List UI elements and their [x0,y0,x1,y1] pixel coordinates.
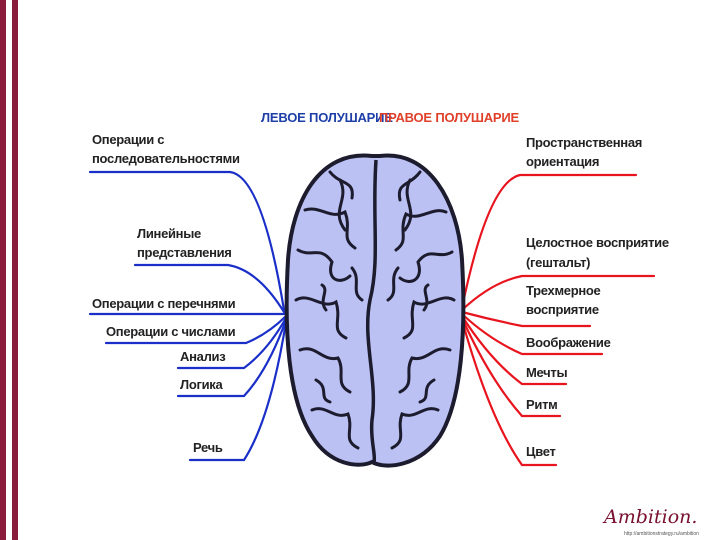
right-label-spatial-line1: Пространственная [526,135,643,150]
right-label-3d-line1: Трехмерное [526,283,601,298]
right-label-rhythm: Ритм [526,397,558,412]
left-label-lists: Операции с перечнями [92,296,236,311]
left-accent-bar [0,0,6,540]
left-label-linear-line2: представления [137,245,232,260]
right-label-holistic-line1: Целостное восприятие [526,235,669,250]
right-hemisphere-title: ПРАВОЕ ПОЛУШАРИЕ [379,110,519,125]
left-label-numbers: Операции с числами [106,324,236,339]
right-label-dreams: Мечты [526,365,568,380]
left-label-sequences-line1: Операции с [92,132,165,147]
right-label-holistic-line2: (гештальт) [526,255,591,270]
credit-link[interactable]: http://ambitionstrategy.ru/ambition [624,531,699,537]
right-label-3d-line2: восприятие [526,302,599,317]
right-connectors [460,173,656,467]
left-accent-bar-inner [12,0,18,540]
left-hemisphere-title: ЛЕВОЕ ПОЛУШАРИЕ [261,110,393,125]
left-label-linear-line1: Линейные [137,226,201,241]
left-label-speech: Речь [193,440,223,455]
ambition-signature-logo: Ambition. [604,506,698,528]
left-label-analysis: Анализ [180,349,226,364]
right-label-spatial-line2: ориентация [526,154,600,169]
brain-illustration [284,153,466,468]
right-label-color: Цвет [526,444,556,459]
right-label-imagination: Воображение [526,335,611,350]
left-label-sequences-line2: последовательностями [92,151,240,166]
left-label-logic: Логика [180,377,223,392]
left-connectors [88,170,288,462]
